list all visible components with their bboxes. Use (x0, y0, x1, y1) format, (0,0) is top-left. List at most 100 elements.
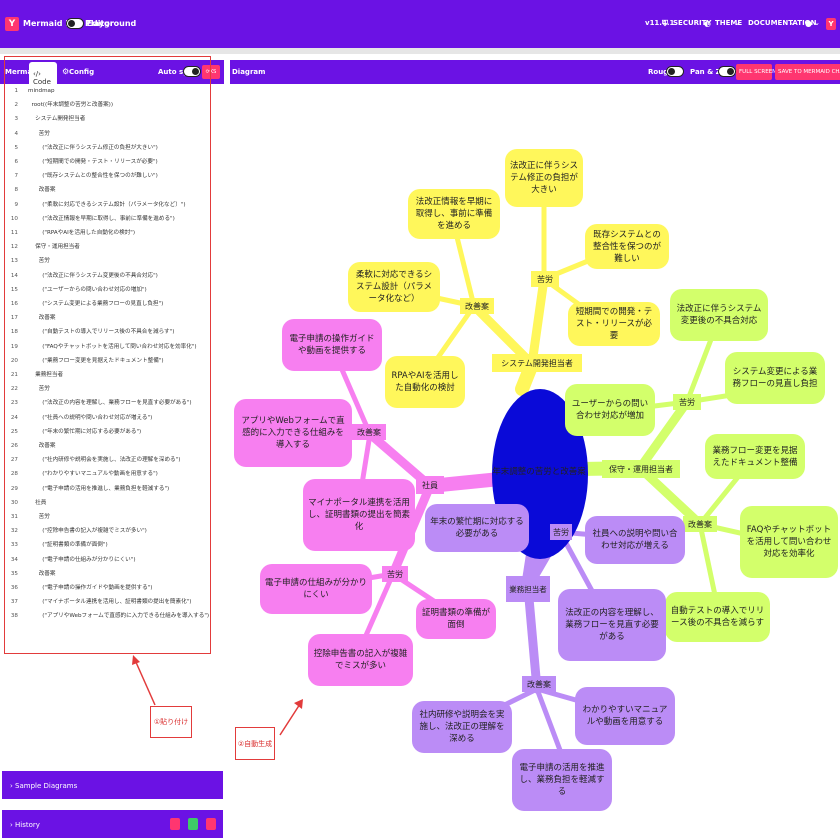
documentation-menu[interactable]: DOCUMENTATION (748, 19, 817, 27)
github-icon[interactable]: ● (805, 19, 812, 28)
code-text: 苦労 (28, 258, 50, 265)
code-line[interactable]: 14 ("法改正に伴うシステム変更後の不具合対応") (0, 271, 224, 282)
code-line[interactable]: 23 ("法改正の内容を理解し、業務フローを見直す必要がある") (0, 398, 224, 409)
emp-hardship[interactable]: 苦労 (382, 566, 408, 582)
ops-improve-3[interactable]: 自動テストの導入でリリース後の不具合を減らす (665, 592, 770, 642)
code-line[interactable]: 9 ("柔軟に対応できるシステム設計（パラメータ化など）") (0, 200, 224, 211)
code-text: ("法改正に伴うシステム修正の負担が大きい") (28, 144, 158, 151)
biz-hardship[interactable]: 苦労 (550, 524, 572, 540)
history-save-button[interactable] (170, 818, 180, 830)
code-line[interactable]: 20 ("業務フロー変更を見据えたドキュメント整備") (0, 356, 224, 367)
code-line[interactable]: 30 社員 (0, 498, 224, 509)
code-line[interactable]: 17 改善案 (0, 313, 224, 324)
code-line[interactable]: 37 ("マイナポータル連携を活用し、証明書類の提出を簡素化") (0, 597, 224, 608)
branch-biz[interactable]: 業務担当者 (506, 576, 550, 602)
rough-toggle[interactable] (666, 66, 684, 77)
sample-diagrams-section[interactable]: › Sample Diagrams (2, 771, 223, 799)
branch-dev[interactable]: システム開発担当者 (492, 354, 582, 372)
code-line[interactable]: 18 ("自動テストの導入でリリース後の不具合を減らす") (0, 327, 224, 338)
code-line[interactable]: 3 システム開発担当者 (0, 114, 224, 125)
biz-hardship-1[interactable]: 年末の繁忙期に対応する必要がある (425, 504, 529, 552)
dev-hardship-1[interactable]: 法改正に伴うシステム修正の負担が大きい (505, 149, 583, 207)
ops-hardship-3[interactable]: ユーザーからの問い合わせ対応が増加 (565, 384, 655, 436)
line-number: 8 (14, 187, 18, 194)
auto-sync-toggle[interactable] (183, 66, 201, 77)
root-node[interactable]: 年末調整の苦労と改善案 (492, 467, 586, 477)
dev-improve-2[interactable]: 柔軟に対応できるシステム設計（パラメータ化など） (348, 262, 440, 312)
code-line[interactable]: 12 保守・運用担当者 (0, 242, 224, 253)
ops-hardship-1[interactable]: 法改正に伴うシステム変更後の不具合対応 (670, 289, 768, 341)
code-line[interactable]: 28 ("わかりやすいマニュアルや動画を用意する") (0, 469, 224, 480)
tab-config[interactable]: Config (69, 68, 95, 76)
ops-hardship[interactable]: 苦労 (673, 394, 701, 410)
history-delete-button[interactable] (206, 818, 216, 830)
dev-hardship-2[interactable]: 既存システムとの整合性を保つのが難しい (585, 224, 669, 269)
code-line[interactable]: 5 ("法改正に伴うシステム修正の負担が大きい") (0, 143, 224, 154)
code-line[interactable]: 16 ("システム変更による業務フローの見直し負担") (0, 299, 224, 310)
code-line[interactable]: 22 苦労 (0, 384, 224, 395)
ops-improve-1[interactable]: 業務フロー変更を見据えたドキュメント整備 (705, 434, 805, 479)
biz-hardship-3[interactable]: 法改正の内容を理解し、業務フローを見直す必要がある (558, 589, 666, 661)
ops-improve[interactable]: 改善案 (683, 516, 717, 532)
biz-improve-1[interactable]: 社内研修や説明会を実施し、法改正の理解を深める (412, 701, 512, 753)
code-line[interactable]: 26 改善案 (0, 441, 224, 452)
code-line[interactable]: 7 ("既存システムとの整合性を保つのが難しい") (0, 171, 224, 182)
code-line[interactable]: 25 ("年末の繁忙期に対応する必要がある") (0, 427, 224, 438)
dev-improve-3[interactable]: RPAやAIを活用した自動化の検討 (385, 356, 465, 408)
pan-zoom-toggle[interactable] (718, 66, 736, 77)
code-line[interactable]: 31 苦労 (0, 512, 224, 523)
code-line[interactable]: 27 ("社内研修や説明会を実施し、法改正の理解を深める") (0, 455, 224, 466)
security-link[interactable]: SECURITY (673, 19, 712, 27)
code-line[interactable]: 8 改善案 (0, 185, 224, 196)
biz-improve[interactable]: 改善案 (522, 676, 556, 692)
emp-improve[interactable]: 改善案 (352, 424, 386, 440)
biz-improve-3[interactable]: 電子申請の活用を推進し、業務負担を軽減する (512, 749, 612, 811)
emp-improve-3[interactable]: マイナポータル連携を活用し、証明書類の提出を簡素化 (303, 479, 415, 551)
code-line[interactable]: 32 ("控除申告書の記入が複雑でミスが多い") (0, 526, 224, 537)
history-section[interactable]: › History (2, 810, 223, 838)
sync-button[interactable]: ⟳KS (202, 65, 220, 79)
dev-hardship-3[interactable]: 短期間での開発・テスト・リリースが必要 (568, 302, 660, 346)
code-line[interactable]: 34 ("電子申請の仕組みが分かりにくい") (0, 555, 224, 566)
code-line[interactable]: 24 ("社員への説明や問い合わせ対応が増える") (0, 413, 224, 424)
biz-improve-2[interactable]: わかりやすいマニュアルや動画を用意する (575, 687, 675, 745)
code-line[interactable]: 38 ("アプリやWebフォームで直感的に入力できる仕組みを導入する") (0, 611, 224, 622)
code-line[interactable]: 2 root((年末調整の苦労と改善案)) (0, 100, 224, 111)
code-line[interactable]: 4 苦労 (0, 129, 224, 140)
diagram-canvas[interactable]: 年末調整の苦労と改善案 システム開発担当者 苦労 改善案 法改正に伴うシステム修… (230, 84, 840, 840)
ops-hardship-2[interactable]: システム変更による業務フローの見直し負担 (725, 352, 825, 404)
mermaid-logo-icon[interactable]: Y (5, 17, 19, 31)
code-line[interactable]: 29 ("電子申請の活用を推進し、業務負担を軽減する") (0, 484, 224, 495)
code-line[interactable]: 11 ("RPAやAIを活用した自動化の検討") (0, 228, 224, 239)
emp-improve-1[interactable]: 電子申請の操作ガイドや動画を提供する (282, 319, 382, 371)
history-restore-button[interactable] (188, 818, 198, 830)
tab-code[interactable]: ‹/› Code (29, 62, 57, 86)
emp-hardship-3[interactable]: 控除申告書の記入が複雑でミスが多い (308, 634, 413, 686)
emp-hardship-2[interactable]: 証明書類の準備が面倒 (416, 599, 496, 639)
full-screen-button[interactable]: FULL SCREEN (736, 64, 776, 80)
code-line[interactable]: 15 ("ユーザーからの問い合わせ対応の増加") (0, 285, 224, 296)
branch-emp[interactable]: 社員 (416, 476, 444, 494)
save-to-mermaid-chart-button[interactable]: SAVE TO MERMAID CHART (775, 64, 840, 80)
ops-improve-2[interactable]: FAQやチャットボットを活用して問い合わせ対応を効率化 (740, 506, 838, 578)
emp-hardship-1[interactable]: 電子申請の仕組みが分かりにくい (260, 564, 372, 614)
branch-ops[interactable]: 保守・運用担当者 (602, 460, 680, 478)
emp-improve-2[interactable]: アプリやWebフォームで直感的に入力できる仕組みを導入する (234, 399, 352, 467)
biz-hardship-2[interactable]: 社員への説明や問い合わせ対応が増える (585, 516, 685, 564)
theme-menu[interactable]: THEME (715, 19, 743, 27)
code-line[interactable]: 13 苦労 (0, 256, 224, 267)
dev-improve[interactable]: 改善案 (460, 298, 494, 314)
code-line[interactable]: 19 ("FAQやチャットボットを活用して問い合わせ対応を効率化") (0, 342, 224, 353)
code-line[interactable]: 6 ("短期間での開発・テスト・リリースが必要") (0, 157, 224, 168)
playground-toggle[interactable] (66, 18, 84, 29)
code-line[interactable]: 36 ("電子申請の操作ガイドや動画を提供する") (0, 583, 224, 594)
mermaid-chart-icon[interactable]: Y (826, 18, 836, 30)
code-line[interactable]: 10 ("法改正情報を早期に取得し、事前に準備を進める") (0, 214, 224, 225)
code-line[interactable]: 35 改善案 (0, 569, 224, 580)
dev-hardship[interactable]: 苦労 (531, 271, 559, 287)
code-line[interactable]: 21 業務担当者 (0, 370, 224, 381)
code-line[interactable]: 33 ("証明書類の準備が面倒") (0, 540, 224, 551)
dev-improve-1[interactable]: 法改正情報を早期に取得し、事前に準備を進める (408, 189, 500, 239)
